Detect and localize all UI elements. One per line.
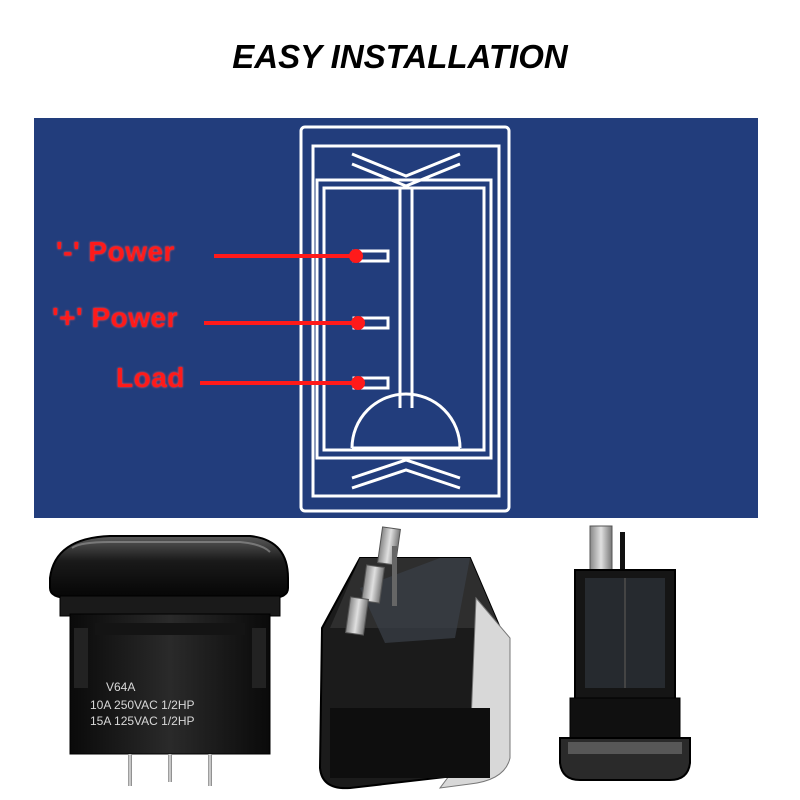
switch-rating-line-1: 10A 250VAC 1/2HP	[90, 698, 195, 712]
terminal-label-positive-power: '+' Power	[52, 302, 178, 333]
switch-side-view	[559, 525, 691, 781]
wire-dot-load	[351, 376, 365, 390]
wiring-diagram-panel: '-' Power '+' Power Load	[34, 118, 758, 518]
terminal-label-negative-power: '-' Power	[56, 236, 175, 267]
switch-diagram	[200, 125, 511, 513]
switch-rating-line-2: 15A 125VAC 1/2HP	[90, 714, 195, 728]
rocker-body	[315, 178, 493, 460]
switch-front-view	[49, 535, 289, 786]
page-title: EASY INSTALLATION	[232, 38, 568, 75]
product-photo-strip	[49, 525, 691, 790]
switch-angled-view	[318, 526, 511, 790]
product-photos: V64A 10A 250VAC 1/2HP 15A 125VAC 1/2HP	[0, 518, 800, 800]
wire-dot-positive	[351, 316, 365, 330]
bottom-dome	[350, 392, 462, 449]
switch-model-marking: V64A	[106, 680, 136, 694]
bottom-chevron	[351, 458, 461, 480]
top-chevron	[351, 152, 461, 178]
wire-dot-negative	[349, 249, 363, 263]
terminal-label-load: Load	[116, 362, 185, 393]
housing-outline	[299, 125, 511, 513]
